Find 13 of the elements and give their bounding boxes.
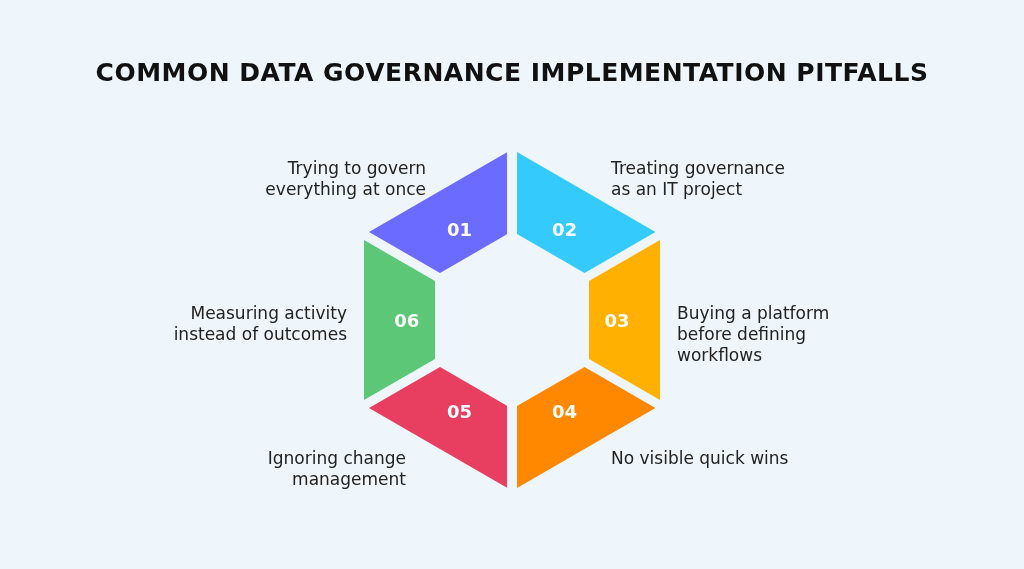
step-number: 06: [394, 309, 420, 331]
pitfall-label: Ignoring change management: [266, 448, 406, 490]
step-number: 02: [552, 218, 578, 240]
pitfall-label: Trying to govern everything at once: [264, 158, 426, 200]
pitfall-label: Measuring activity instead of outcomes: [172, 303, 347, 345]
pitfall-label: Treating governance as an IT project: [611, 158, 786, 200]
step-number: 01: [446, 218, 472, 240]
pitfall-label: Buying a platform before defining workflows: [677, 303, 831, 366]
step-number: 05: [446, 400, 472, 422]
step-number: 03: [604, 309, 630, 331]
step-number: 04: [552, 400, 578, 422]
title: COMMON DATA GOVERNANCE IMPLEMENTATION PITFALLS: [94, 58, 930, 87]
pitfall-label: No visible quick wins: [611, 448, 790, 469]
